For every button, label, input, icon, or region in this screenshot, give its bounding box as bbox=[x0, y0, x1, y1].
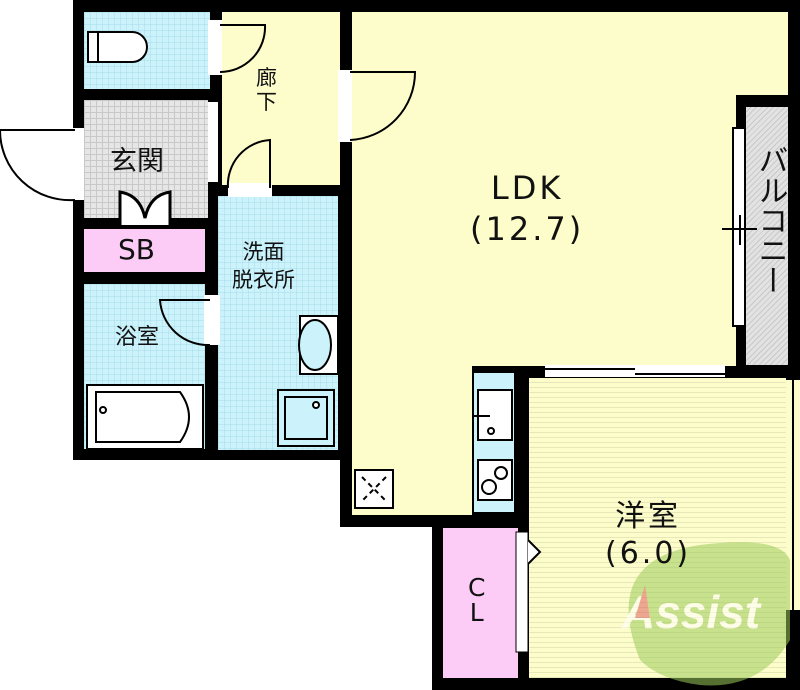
shoe-box-door-icon bbox=[118, 190, 172, 225]
bathtub-icon bbox=[86, 384, 204, 450]
washroom-door-icon bbox=[226, 138, 271, 189]
washroom-label: 洗面 脱衣所 bbox=[232, 240, 295, 292]
shoe-box-label: SB bbox=[118, 233, 155, 266]
entrance-door-icon bbox=[0, 129, 76, 202]
toilet-icon bbox=[87, 31, 148, 63]
sliding-door-icon bbox=[545, 368, 725, 375]
hallway-label: 廊 下 bbox=[256, 66, 277, 114]
closet-door-icon bbox=[527, 539, 542, 565]
entrance-room bbox=[84, 100, 208, 218]
closet-label-line2: L bbox=[469, 598, 484, 627]
western-window-north bbox=[545, 365, 725, 377]
balcony-label: バルコニー bbox=[752, 145, 788, 295]
hallway-label-line1: 廊 bbox=[256, 66, 277, 90]
western-room-name: 洋室 bbox=[615, 499, 682, 534]
balcony-room bbox=[746, 107, 788, 365]
balcony-window-icon bbox=[722, 127, 757, 327]
ldk-room-right bbox=[735, 12, 788, 95]
kitchen-sink-icon bbox=[474, 389, 513, 441]
closet-label-line1: C bbox=[468, 573, 486, 602]
washing-machine-icon bbox=[277, 389, 335, 447]
ldk-label: LDK (12.7) bbox=[470, 170, 584, 248]
bathroom-label: 浴室 bbox=[115, 325, 160, 350]
washroom-label-line2: 脱衣所 bbox=[232, 268, 295, 293]
shoe-box-room bbox=[84, 229, 205, 272]
entrance-label: 玄関 bbox=[110, 146, 164, 177]
stove-icon bbox=[477, 459, 513, 501]
ldk-name: LDK bbox=[490, 169, 564, 207]
assist-logo: Assist bbox=[621, 542, 790, 686]
hallway-room bbox=[222, 12, 340, 185]
washroom-label-line1: 洗面 bbox=[242, 240, 285, 264]
hallway-label-line2: 下 bbox=[256, 90, 277, 115]
ldk-door-icon bbox=[349, 71, 417, 141]
bathroom-door-icon bbox=[158, 299, 211, 347]
closet-room bbox=[443, 528, 518, 678]
entrance-door-gap bbox=[70, 128, 84, 200]
washbasin-icon bbox=[298, 315, 339, 375]
closet-label: C L bbox=[468, 575, 485, 625]
ldk-size: (12.7) bbox=[470, 209, 585, 248]
western-room-label: 洋室 (6.0) bbox=[605, 499, 692, 571]
western-room-size: (6.0) bbox=[605, 535, 692, 571]
toilet-door-icon bbox=[219, 24, 267, 74]
ventilation-icon bbox=[354, 469, 394, 509]
ldk-room bbox=[352, 12, 736, 366]
